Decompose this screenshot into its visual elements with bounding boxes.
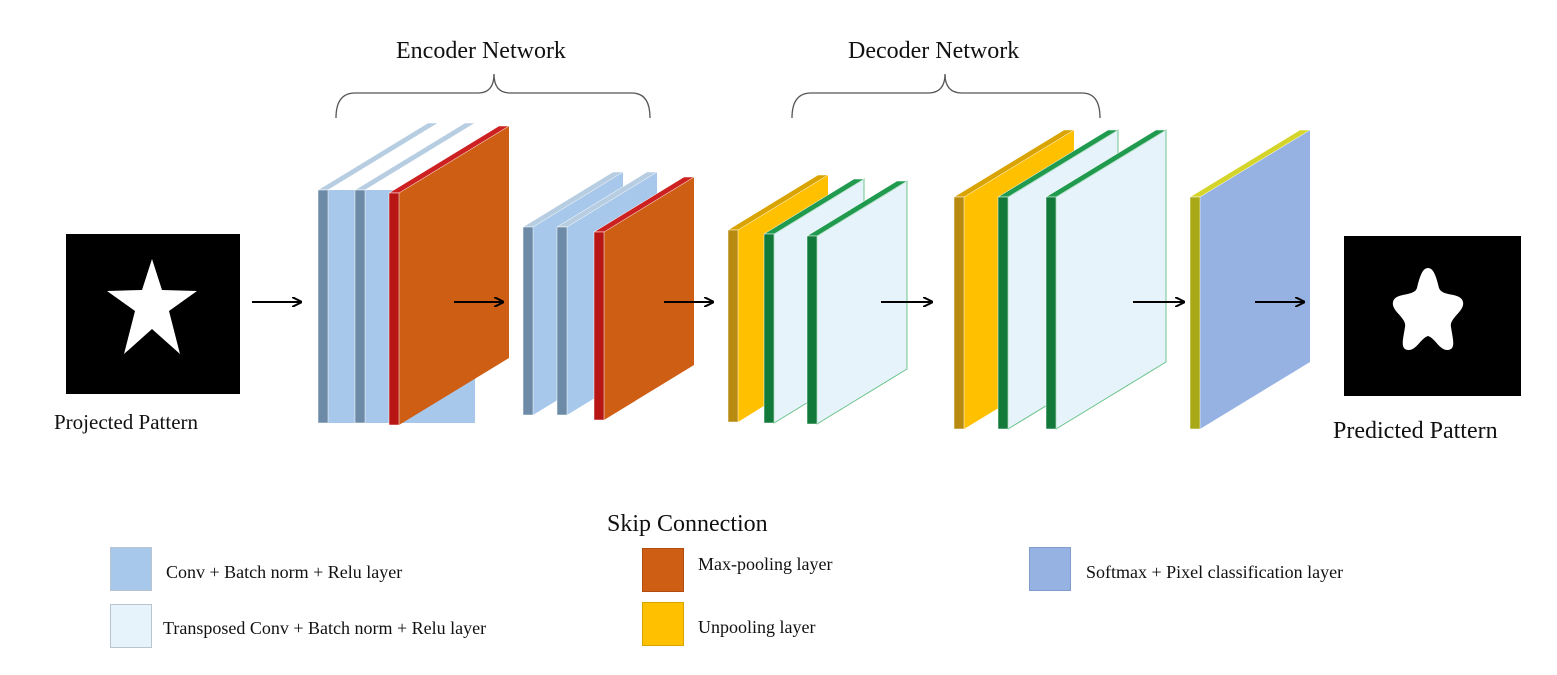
legend-label-softmax: Softmax + Pixel classification layer bbox=[1086, 562, 1344, 582]
decoder-title: Decoder Network bbox=[848, 38, 1020, 64]
transposed-conv-layer bbox=[1045, 129, 1167, 430]
legend-swatch-unpool bbox=[642, 602, 684, 646]
input-caption: Projected Pattern bbox=[54, 410, 199, 434]
transposed-conv-layer bbox=[806, 180, 908, 425]
input-image bbox=[66, 234, 240, 394]
legend-swatch-transposed-conv bbox=[110, 604, 152, 648]
maxpool-layer bbox=[388, 125, 510, 426]
encoder-title: Encoder Network bbox=[396, 38, 566, 64]
encoder-brace bbox=[335, 73, 651, 119]
maxpool-layer bbox=[593, 176, 695, 421]
output-caption: Predicted Pattern bbox=[1333, 418, 1498, 444]
skip-connection-label: Skip Connection bbox=[607, 511, 768, 537]
star-icon bbox=[107, 259, 197, 354]
legend-label-conv: Conv + Batch norm + Relu layer bbox=[166, 562, 403, 582]
output-image bbox=[1344, 236, 1521, 396]
softmax-layer bbox=[1189, 129, 1311, 430]
legend-label-unpool: Unpooling layer bbox=[698, 617, 816, 637]
legend-label-transposed-conv: Transposed Conv + Batch norm + Relu laye… bbox=[163, 618, 487, 638]
legend-swatch-maxpool bbox=[642, 548, 684, 592]
decoder-brace bbox=[791, 73, 1101, 119]
legend-label-maxpool: Max-pooling layer bbox=[698, 554, 833, 574]
legend-swatch-softmax bbox=[1029, 547, 1071, 591]
rounded-star-icon bbox=[1392, 268, 1464, 351]
legend-swatch-conv bbox=[110, 547, 152, 591]
